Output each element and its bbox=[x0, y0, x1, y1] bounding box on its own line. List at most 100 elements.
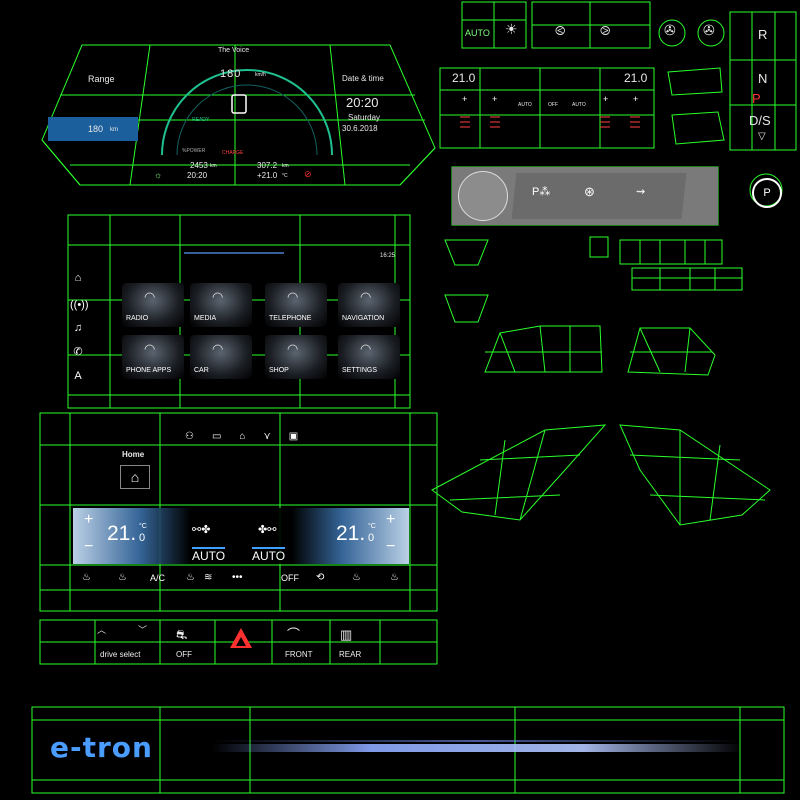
left-temp-minus[interactable]: − bbox=[84, 538, 94, 555]
brand-light-bar bbox=[212, 744, 742, 752]
chevron-down-small-icon[interactable]: ﹀ bbox=[138, 625, 148, 635]
app-tile-shop[interactable]: ◠ SHOP bbox=[265, 335, 327, 379]
steering-heat-icon[interactable]: ♨ bbox=[118, 572, 127, 583]
home-icon[interactable]: ⌂ bbox=[74, 272, 82, 284]
park-p-button[interactable]: P bbox=[752, 178, 782, 208]
shop-icon: ◠ bbox=[287, 341, 299, 356]
svg-text:+: + bbox=[633, 94, 638, 104]
rear-defrost-icon[interactable]: ▥ bbox=[340, 627, 353, 642]
app-tile-telephone[interactable]: ◠TELEPHONE bbox=[265, 283, 327, 327]
recirculation-icon[interactable]: ⟲ bbox=[316, 572, 325, 583]
range-value: 180 bbox=[88, 124, 104, 134]
app-tile-label: NAVIGATION bbox=[342, 315, 385, 322]
fan-left-icon[interactable]: ⚯✤ bbox=[192, 524, 211, 536]
app-tile-label: TELEPHONE bbox=[269, 315, 312, 322]
infotainment-screen: 16:25 bbox=[68, 250, 410, 408]
fan-knob-left-icon[interactable]: ✇ bbox=[664, 22, 676, 38]
front-defrost-label[interactable]: FRONT bbox=[285, 650, 313, 659]
more-button[interactable]: ••• bbox=[232, 572, 243, 583]
mini-auto-left[interactable]: AUTO bbox=[518, 102, 532, 108]
mini-climate-sliders: ++++ bbox=[460, 94, 640, 128]
auto-left-button[interactable]: AUTO bbox=[192, 547, 226, 563]
gear-ds: D/S bbox=[749, 113, 771, 128]
climate-off-button[interactable]: OFF bbox=[281, 573, 299, 583]
left-temp-decimal: 0 bbox=[139, 532, 146, 544]
mini-auto-right[interactable]: AUTO bbox=[572, 102, 586, 108]
app-tile-phone-apps[interactable]: ◠PHONE APPS bbox=[122, 335, 184, 379]
speed-readout: 180 bbox=[220, 68, 242, 80]
parking-icon[interactable]: P⁂ bbox=[532, 186, 551, 198]
etron-logo: e-tron bbox=[50, 731, 153, 764]
navigation-icon: ◠ bbox=[360, 289, 372, 304]
auto-light-label[interactable]: AUTO bbox=[465, 28, 490, 38]
app-tile-car[interactable]: ◠CAR bbox=[190, 335, 252, 379]
trip2-value: 307.2 bbox=[257, 161, 278, 170]
cluster-gauge-graphic bbox=[48, 69, 333, 156]
left-temp-unit: °C bbox=[139, 523, 147, 530]
ac-button[interactable]: A/C bbox=[150, 573, 166, 583]
home-label: Home bbox=[122, 450, 145, 459]
right-temp-minus[interactable]: − bbox=[386, 538, 396, 555]
app-tile-label: SETTINGS bbox=[342, 367, 378, 374]
status-time: 16:25 bbox=[380, 253, 396, 259]
cluster-date: 30.6.2018 bbox=[342, 124, 378, 133]
gear-icon: ◠ bbox=[360, 341, 372, 356]
app-tile-label: RADIO bbox=[126, 315, 149, 322]
seat-heat-left-icon[interactable]: ♨ bbox=[82, 572, 91, 583]
range-unit: km bbox=[110, 127, 118, 133]
svg-text:+: + bbox=[603, 94, 608, 104]
app-tile-label: CAR bbox=[194, 367, 209, 374]
airflow-icon[interactable]: ≋ bbox=[204, 572, 213, 583]
app-tile-label: PHONE APPS bbox=[126, 367, 172, 374]
phone-icon[interactable]: ✆ bbox=[73, 346, 83, 358]
speed-unit: km/h bbox=[255, 72, 266, 78]
app-tile-media[interactable]: ◠MEDIA bbox=[190, 283, 252, 327]
mini-off[interactable]: OFF bbox=[548, 102, 558, 108]
chevron-up-icon[interactable]: ︿ bbox=[97, 625, 107, 635]
music-icon[interactable]: ♫ bbox=[73, 322, 83, 334]
light-bulb-icon[interactable]: ☀ bbox=[505, 21, 518, 37]
auto-right-button[interactable]: AUTO bbox=[252, 547, 286, 563]
fan-knob-right-icon[interactable]: ✇ bbox=[703, 22, 715, 38]
temp-bar bbox=[73, 508, 409, 564]
right-temp-plus[interactable]: + bbox=[386, 511, 396, 528]
fan-right-icon[interactable]: ✤⚯ bbox=[258, 524, 277, 536]
voice-label: The Voice bbox=[218, 47, 250, 54]
camera-icon[interactable]: ⇝ bbox=[636, 186, 646, 198]
app-tile-settings[interactable]: ◠ SETTINGS bbox=[338, 335, 400, 379]
app-tile-radio[interactable]: ◠ RADIO bbox=[122, 283, 184, 327]
outside-temp-unit: °C bbox=[282, 173, 288, 179]
charge-label: CHARGE bbox=[222, 150, 244, 156]
stability-off-label[interactable]: OFF bbox=[176, 650, 192, 659]
park-assist-strip: P⁂ ⊛ ⇝ bbox=[452, 167, 718, 225]
rear-defrost-label[interactable]: REAR bbox=[339, 650, 362, 659]
left-temp-plus[interactable]: + bbox=[84, 511, 94, 528]
app-tile-navigation[interactable]: ◠ NAVIGATION bbox=[338, 283, 400, 327]
radio-icon: ◠ bbox=[144, 289, 156, 304]
seat-vent-left-icon[interactable]: ♨ bbox=[186, 572, 195, 583]
stability-off-icon[interactable]: ⛐ bbox=[176, 627, 188, 642]
ready-label: READY bbox=[192, 117, 210, 123]
drive-select-label[interactable]: drive select bbox=[100, 650, 141, 659]
fog-light-icon[interactable]: ⧁ bbox=[600, 23, 611, 38]
app-tile-label: SHOP bbox=[269, 367, 289, 374]
radio-signal-icon[interactable]: ((•)) bbox=[70, 299, 89, 311]
seat-vent-right-icon[interactable]: ♨ bbox=[352, 572, 361, 583]
outside-temp: +21.0 bbox=[257, 171, 278, 180]
datetime-label: Date & time bbox=[342, 74, 384, 83]
trip1-unit: km bbox=[210, 163, 217, 169]
park-dial[interactable] bbox=[458, 171, 508, 221]
front-defrost-icon[interactable]: ⌒ bbox=[287, 627, 301, 642]
right-temp: 21. bbox=[336, 522, 366, 545]
climate-home-button[interactable]: ⌂ bbox=[120, 465, 150, 489]
range-label: Range bbox=[88, 74, 115, 84]
nav-arrow-icon[interactable]: A bbox=[74, 370, 82, 382]
low-beam-icon[interactable]: ⧀ bbox=[555, 23, 566, 38]
seat-heat-right-icon[interactable]: ♨ bbox=[390, 572, 399, 583]
mini-left-temp: 21.0 bbox=[452, 71, 476, 85]
instrument-cluster: The Voice 180 km/h Range 180 km Date & t… bbox=[42, 45, 435, 185]
trip1-value: 2453 bbox=[190, 161, 208, 170]
brand-light-bar-2 bbox=[212, 740, 742, 742]
mini-right-temp: 21.0 bbox=[624, 71, 648, 85]
steering-assist-icon[interactable]: ⊛ bbox=[584, 184, 595, 199]
